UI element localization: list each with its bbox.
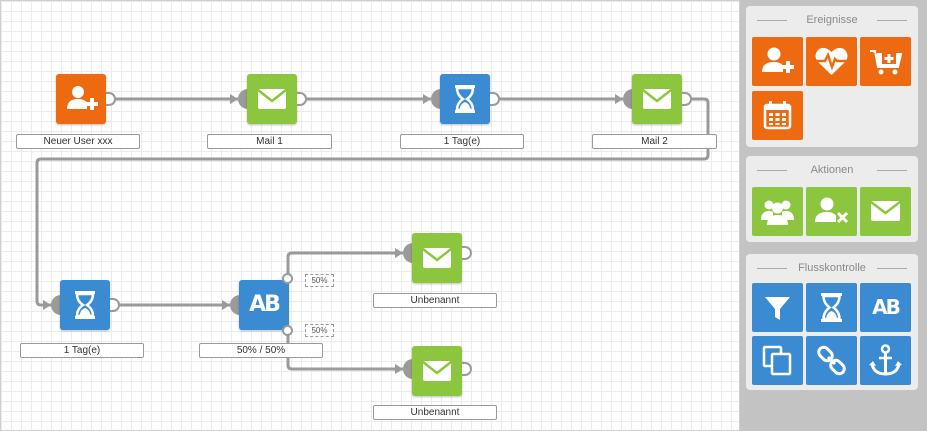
hourglass-icon — [75, 291, 95, 319]
ab-icon: AB — [872, 295, 901, 319]
node-icon-box[interactable] — [247, 74, 297, 124]
envelope-icon — [642, 89, 672, 109]
node-icon-box[interactable]: AB — [239, 280, 289, 330]
node-icon-box[interactable] — [632, 74, 682, 124]
tool-wait[interactable] — [806, 283, 857, 332]
tool-cart-add[interactable] — [860, 37, 911, 86]
calendar-icon — [763, 101, 792, 130]
connector-ab-to-mail-a — [286, 251, 403, 279]
arrowhead-5 — [222, 300, 230, 310]
tool-calendar[interactable] — [752, 91, 803, 140]
output-port-b[interactable] — [282, 325, 293, 336]
user-remove-icon — [815, 197, 849, 224]
node-label[interactable]: Neuer User xxx — [16, 134, 140, 149]
hourglass-icon — [821, 293, 842, 322]
output-port[interactable] — [106, 92, 116, 106]
flow-control-panel-title: Flusskontrolle — [746, 254, 918, 282]
envelope-icon — [422, 248, 452, 268]
tool-mail[interactable] — [860, 187, 911, 236]
arrowhead-1 — [230, 94, 238, 104]
node-label[interactable]: Unbenannt — [373, 405, 497, 420]
tool-palette: Ereignisse — [740, 0, 927, 431]
node-label[interactable]: Mail 2 — [592, 134, 717, 149]
output-port[interactable] — [297, 92, 307, 106]
arrowhead-7 — [395, 364, 403, 374]
copy-icon — [762, 345, 792, 376]
tool-user-remove[interactable] — [806, 187, 857, 236]
events-panel-title: Ereignisse — [746, 6, 918, 34]
node-label[interactable]: Mail 1 — [207, 134, 332, 149]
arrowhead-3 — [615, 94, 623, 104]
user-add-icon — [67, 86, 98, 110]
node-label[interactable]: 1 Tag(e) — [400, 134, 524, 149]
node-label[interactable]: 50% / 50% — [199, 343, 323, 358]
output-port[interactable] — [462, 362, 472, 376]
users-group-icon — [761, 200, 794, 225]
tool-ab-split[interactable]: AB — [860, 283, 911, 332]
tool-anchor[interactable] — [860, 336, 911, 385]
output-port[interactable] — [490, 92, 500, 106]
cart-add-icon — [870, 50, 903, 75]
tool-copy[interactable] — [752, 336, 803, 385]
arrowhead-4 — [43, 300, 51, 310]
arrowhead-2 — [423, 94, 431, 104]
output-port-a[interactable] — [282, 273, 293, 284]
hourglass-icon — [455, 85, 475, 113]
connector-ab-to-mail-b — [286, 331, 403, 371]
tool-heartbeat[interactable] — [806, 37, 857, 86]
ab-icon: AB — [249, 292, 281, 317]
flow-control-panel: Flusskontrolle AB — [746, 254, 918, 390]
tool-filter[interactable] — [752, 283, 803, 332]
actions-panel: Aktionen — [746, 156, 918, 242]
heartbeat-icon — [815, 47, 848, 75]
node-icon-box[interactable] — [56, 74, 106, 124]
link-icon — [817, 345, 846, 376]
workflow-canvas[interactable]: Neuer User xxx Mail 1 1 Tag(e) — [0, 0, 740, 431]
node-icon-box[interactable] — [412, 233, 462, 283]
events-panel: Ereignisse — [746, 6, 918, 147]
node-label[interactable]: 1 Tag(e) — [20, 343, 144, 358]
connector-mail-2-to-wait-2 — [35, 97, 710, 307]
node-icon-box[interactable] — [440, 74, 490, 124]
envelope-icon — [257, 89, 287, 109]
node-icon-box[interactable] — [412, 346, 462, 396]
split-percentage-b[interactable]: 50% — [305, 324, 334, 337]
split-percentage-a[interactable]: 50% — [305, 274, 334, 287]
tool-users-group[interactable] — [752, 187, 803, 236]
filter-icon — [765, 297, 790, 320]
arrowhead-6 — [395, 248, 403, 258]
node-label[interactable]: Unbenannt — [373, 293, 497, 308]
node-icon-box[interactable] — [60, 280, 110, 330]
connector-layer — [35, 94, 710, 374]
tool-user-add[interactable] — [752, 37, 803, 86]
output-port[interactable] — [110, 298, 120, 312]
output-port[interactable] — [462, 246, 472, 260]
tool-link[interactable] — [806, 336, 857, 385]
envelope-icon — [870, 201, 901, 221]
output-port[interactable] — [682, 92, 692, 106]
user-add-icon — [762, 47, 794, 73]
anchor-icon — [869, 344, 902, 376]
envelope-icon — [422, 361, 452, 381]
actions-panel-title: Aktionen — [746, 156, 918, 184]
